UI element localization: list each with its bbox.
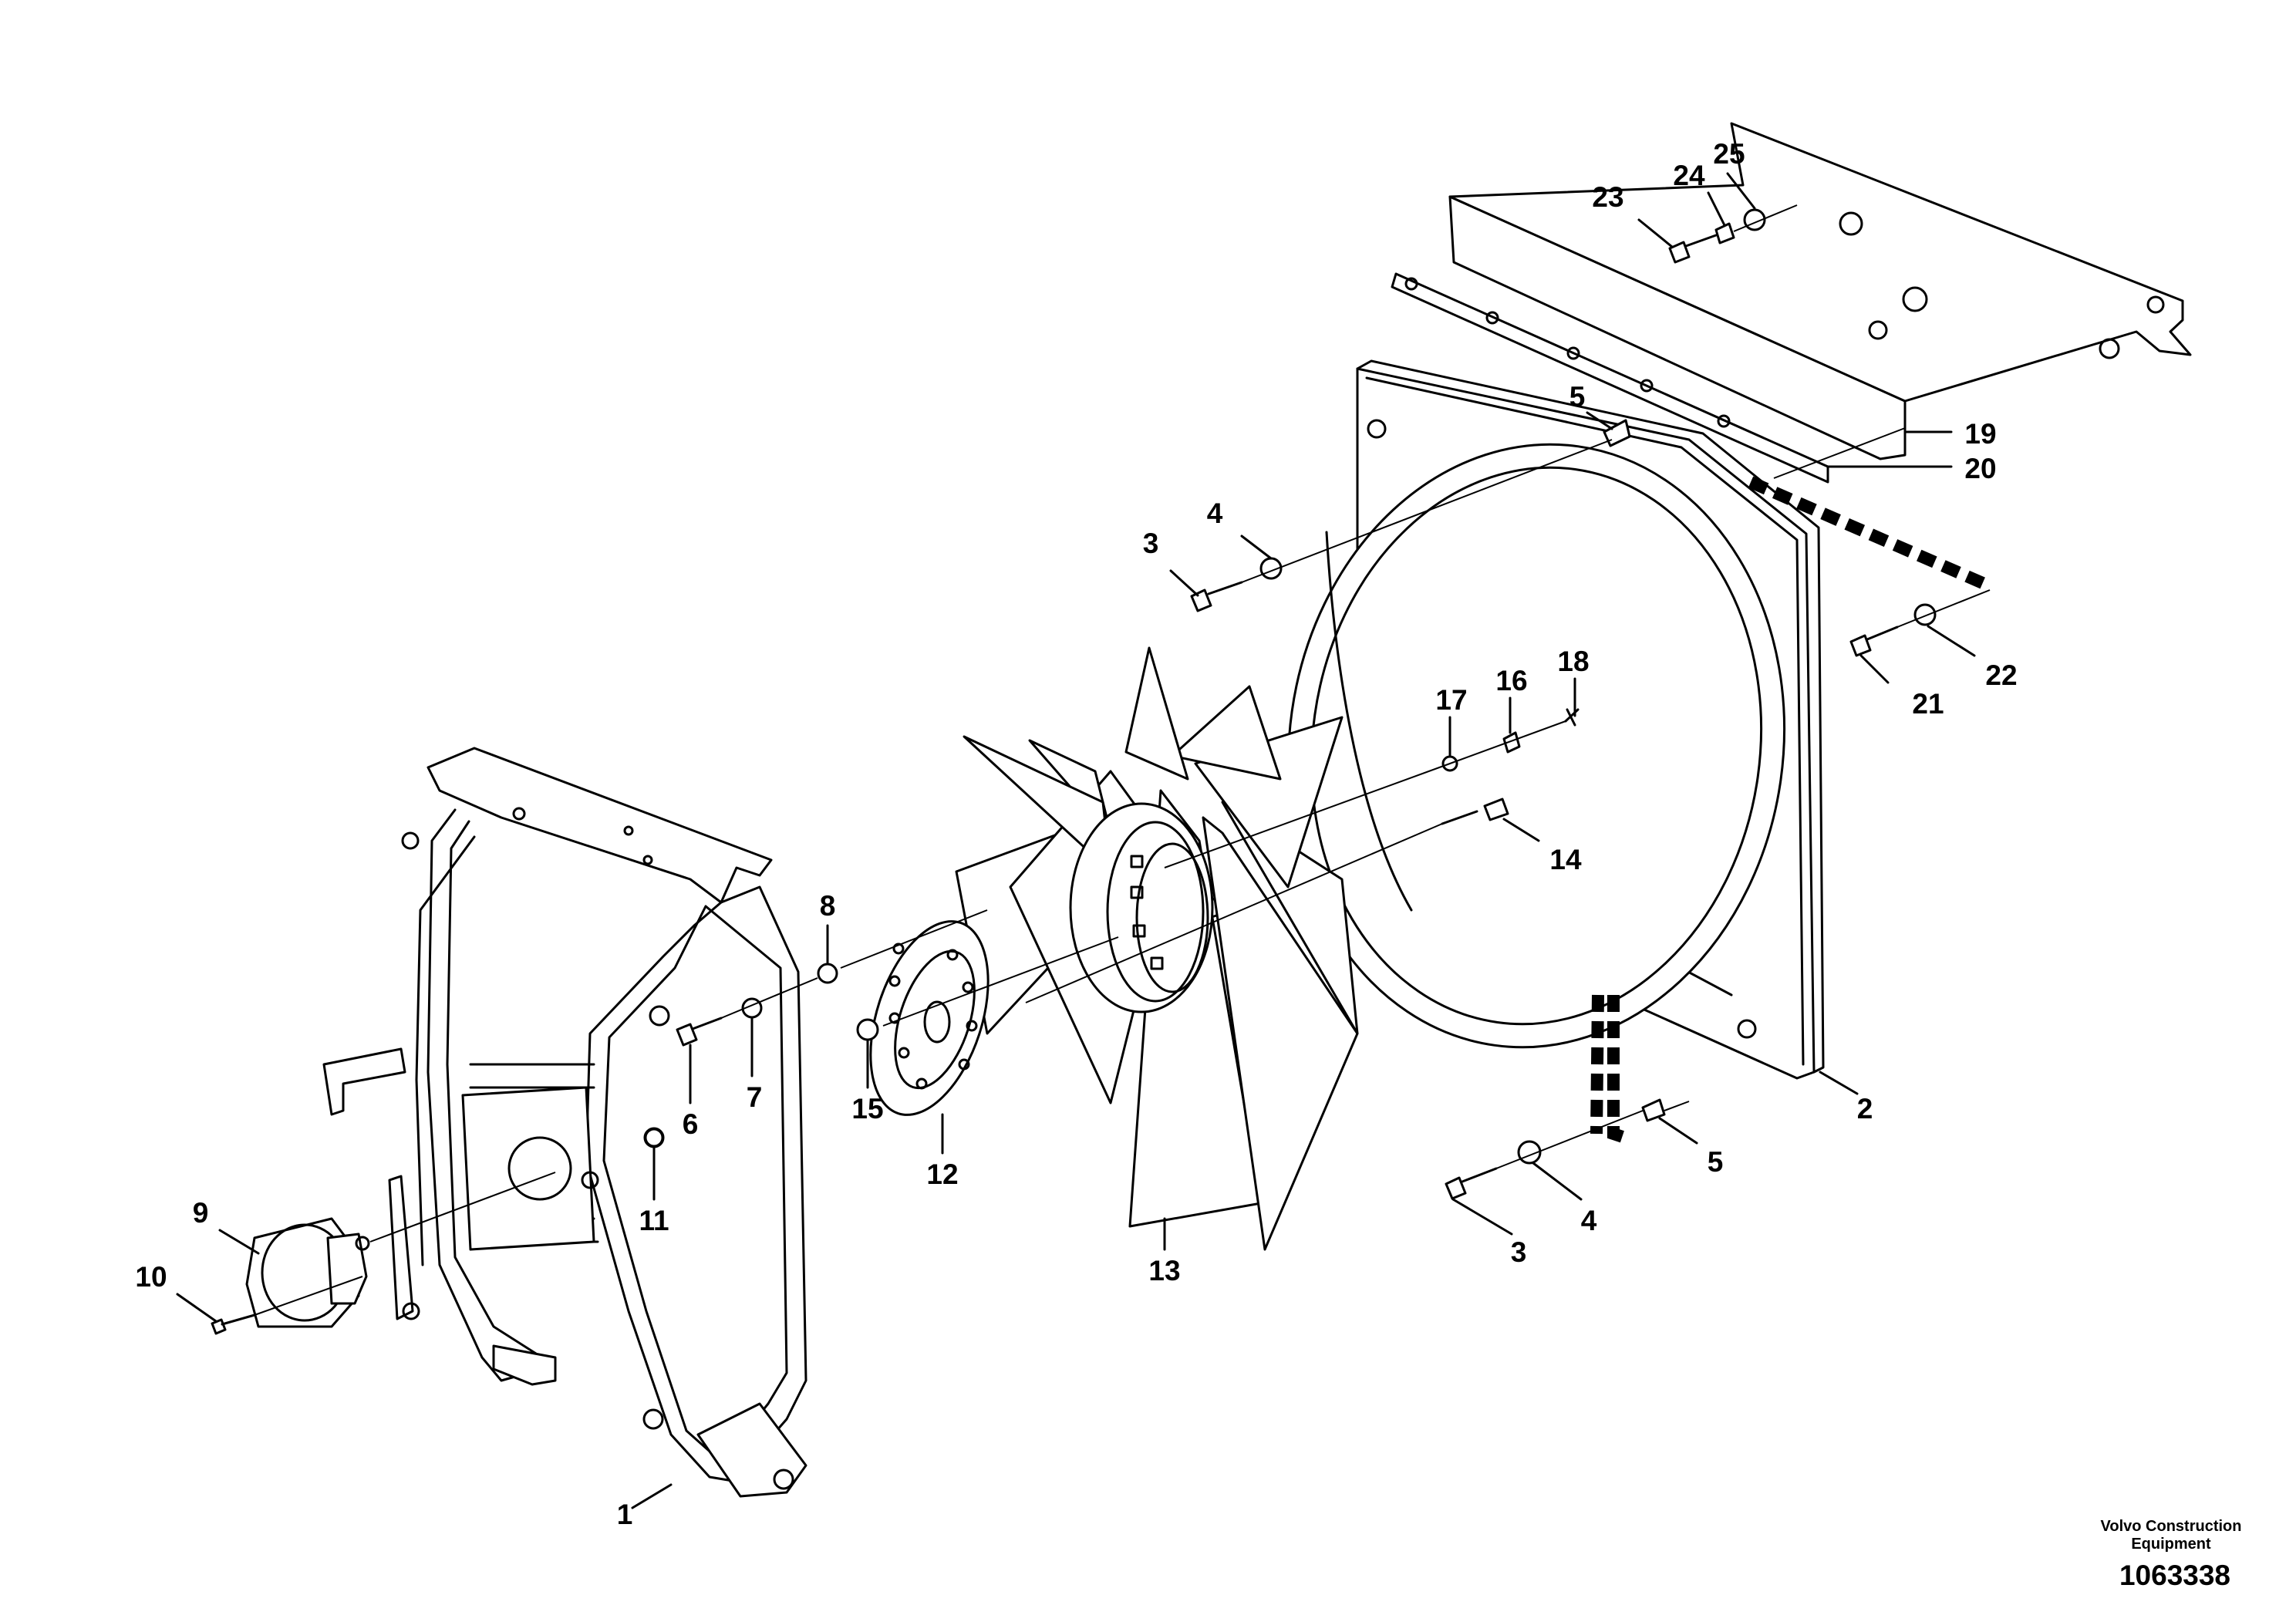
fan-part-13: [955, 646, 1359, 1251]
callout-20: 20: [1964, 453, 1996, 484]
screw-part-10: [211, 1313, 256, 1335]
callout-16: 16: [1495, 665, 1527, 696]
part-11: [644, 1128, 664, 1148]
fan-motor-part-9: [245, 1217, 370, 1328]
callout-4-bottom: 4: [1581, 1205, 1597, 1236]
callout-5-top: 5: [1569, 381, 1586, 413]
callout-21: 21: [1912, 688, 1944, 720]
callout-11: 11: [639, 1205, 669, 1236]
callout-23: 23: [1592, 181, 1623, 213]
bolt-part-14: [1441, 798, 1509, 825]
callout-9: 9: [193, 1197, 209, 1229]
callout-3-top: 3: [1143, 528, 1159, 559]
bolt-part-3-bottom: [1445, 1167, 1498, 1200]
callout-13: 13: [1148, 1255, 1180, 1286]
washer-part-22: [1913, 603, 1937, 626]
bolt-part-3-top: [1190, 581, 1243, 612]
fan-shroud-part-2: [1286, 359, 1825, 1080]
callout-10: 10: [135, 1261, 167, 1293]
callout-7: 7: [747, 1081, 763, 1113]
mounting-plate-part-19: [1448, 122, 2192, 460]
callout-22: 22: [1985, 659, 2017, 691]
callout-19: 19: [1964, 418, 1996, 450]
callout-12: 12: [926, 1158, 958, 1190]
callout-4-top: 4: [1207, 497, 1223, 529]
callout-1: 1: [617, 1499, 633, 1530]
bolt-part-21: [1849, 626, 1899, 657]
axis-lines: [254, 204, 1991, 1316]
spacer-part-5-bottom: [1641, 1098, 1666, 1122]
callout-6: 6: [683, 1108, 699, 1140]
callout-24: 24: [1673, 160, 1705, 191]
bolt-part-6: [676, 1017, 723, 1047]
nut-part-15: [856, 1018, 879, 1041]
bolt-part-23: [1668, 234, 1718, 264]
frame-part-1: [322, 747, 807, 1498]
callout-18: 18: [1557, 646, 1589, 677]
leader-lines: [176, 172, 1976, 1509]
nut-part-8: [817, 963, 838, 984]
callout-3-bottom: 3: [1511, 1236, 1527, 1268]
assembly-dash-lines: [1590, 476, 1993, 1145]
footer-caption-line-2: Equipment: [2131, 1536, 2211, 1553]
footer-caption-line-1: Volvo Construction: [2101, 1518, 2242, 1535]
drawing-number: 1063338: [2119, 1560, 2230, 1591]
callout-25: 25: [1713, 138, 1745, 170]
drawing-footer: Volvo Construction Equipment 1063338: [2101, 1518, 2242, 1591]
clip-part-16: [1502, 731, 1521, 754]
hub-flange-part-12: [869, 920, 990, 1116]
callout-2: 2: [1857, 1093, 1873, 1125]
callout-labels: 1 2 3 3 4 4 5 5 6 7 8 9 10 11 12 13 14 1…: [135, 138, 2017, 1530]
callout-14: 14: [1549, 844, 1582, 875]
callout-5-bottom: 5: [1708, 1146, 1724, 1178]
callout-8: 8: [820, 890, 836, 922]
fasteners: [211, 208, 1937, 1335]
callout-15: 15: [851, 1093, 883, 1125]
sealing-strip-part-20: [1391, 272, 1829, 484]
callout-17: 17: [1435, 684, 1467, 716]
